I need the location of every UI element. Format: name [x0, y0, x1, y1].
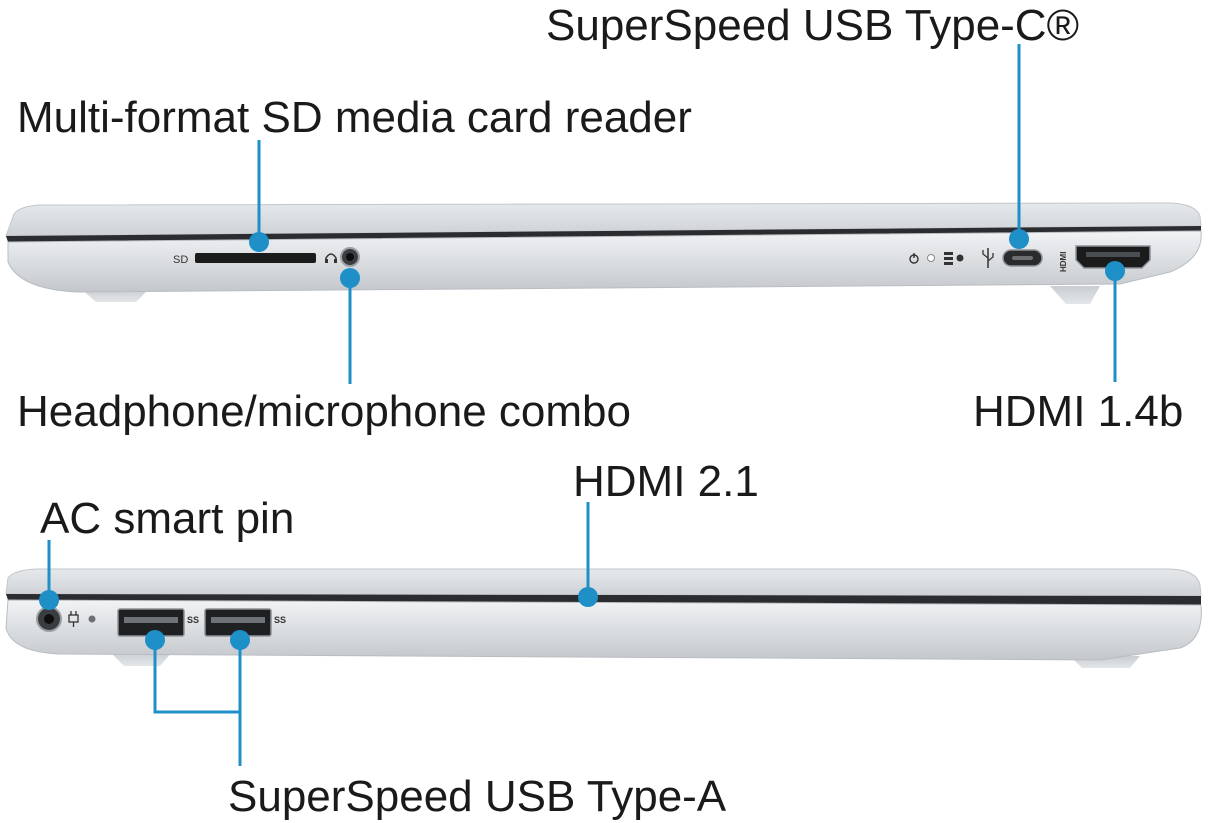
- ss-usb-icon: SS: [274, 615, 286, 625]
- sd-mark: SD: [173, 254, 188, 266]
- lid-gap: [6, 594, 1201, 605]
- sd-slot: [195, 253, 316, 263]
- callout-dots: [39, 229, 1125, 650]
- laptop-base: [7, 230, 1202, 293]
- callout-dot-sd: [249, 232, 269, 252]
- laptop-base: [5, 599, 1202, 661]
- charge-led: [88, 615, 96, 623]
- usb-trident-icon: [982, 248, 994, 268]
- lid-gap: [6, 226, 1201, 242]
- battery-led-icon: [944, 252, 964, 265]
- label-ac-pin: AC smart pin: [40, 494, 295, 543]
- callout-dot-headphone: [340, 268, 360, 288]
- label-usb-c: SuperSpeed USB Type-C®: [546, 1, 1080, 50]
- svg-text:SS: SS: [187, 615, 199, 625]
- hdmi-mark: HDMI: [1059, 252, 1068, 272]
- ac-plug-icon: [68, 611, 79, 627]
- callout-dot-hdmi-21: [578, 587, 598, 607]
- callout-dot-ac-pin: [39, 590, 59, 610]
- headphone-icon: [325, 253, 337, 263]
- power-icon: [909, 253, 919, 264]
- label-hdmi-14b: HDMI 1.4b: [973, 387, 1184, 436]
- laptop-left-side: SS SS: [5, 568, 1202, 668]
- callout-dot-usb-a-2: [230, 630, 250, 650]
- power-led: [927, 254, 935, 262]
- callout-line-usb-a: [153, 640, 242, 766]
- rubber-foot: [1050, 286, 1100, 304]
- callout-dot-usb-a-1: [145, 630, 165, 650]
- callout-dot-usb-c: [1009, 229, 1029, 249]
- label-usb-a: SuperSpeed USB Type-A: [228, 772, 727, 821]
- laptop-lid: [5, 568, 1202, 597]
- svg-text:SS: SS: [274, 615, 286, 625]
- laptop-right-side: [5, 202, 1202, 304]
- laptop-lid: [5, 202, 1202, 237]
- label-sd-reader: Multi-format SD media card reader: [17, 93, 692, 142]
- callout-dot-hdmi-14b: [1105, 261, 1125, 281]
- label-hdmi-21: HDMI 2.1: [573, 457, 759, 506]
- label-headphone: Headphone/microphone combo: [17, 387, 631, 436]
- ss-usb-icon: SS: [187, 615, 199, 625]
